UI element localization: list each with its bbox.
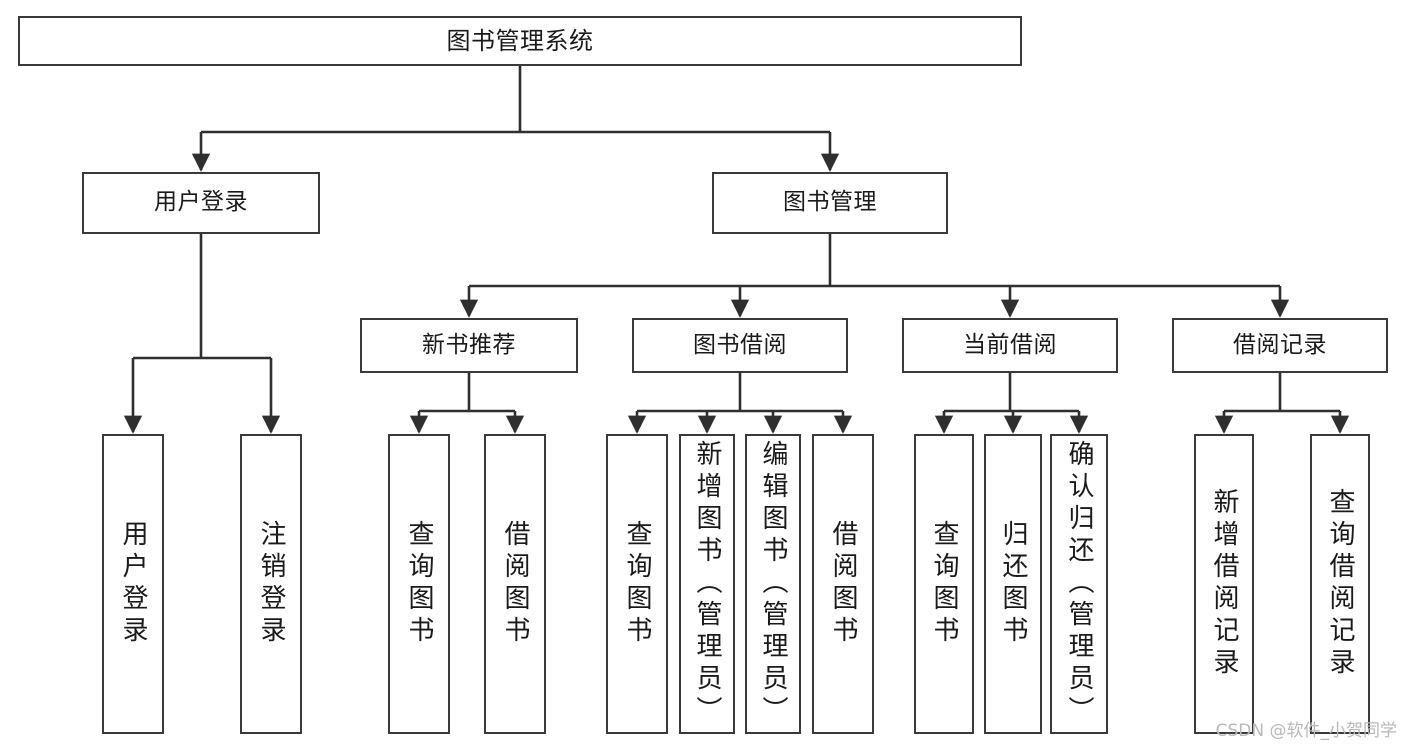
node-borrow-record[interactable]: 借阅记录	[1172, 318, 1388, 373]
node-label: 图书借阅	[693, 331, 787, 358]
node-book-borrow[interactable]: 图书借阅	[632, 318, 848, 373]
node-label: 查询图书	[404, 520, 434, 648]
node-new-book-recommend[interactable]: 新书推荐	[360, 318, 578, 373]
node-label: 借阅图书	[500, 520, 530, 648]
node-label: 查询图书	[622, 520, 652, 648]
node-label: 借阅记录	[1233, 331, 1327, 358]
node-leaf-edit-book[interactable]: 编辑图书（管理员）	[745, 434, 801, 734]
node-leaf-borrow-book-2[interactable]: 借阅图书	[812, 434, 874, 734]
node-leaf-user-login[interactable]: 用户登录	[102, 434, 164, 734]
node-leaf-add-book[interactable]: 新增图书（管理员）	[679, 434, 735, 734]
node-label: 借阅图书	[828, 520, 858, 648]
node-label: 查询图书	[929, 520, 959, 648]
node-label: 图书管理	[783, 189, 877, 216]
node-leaf-confirm-return[interactable]: 确认归还（管理员）	[1050, 434, 1108, 734]
node-leaf-return-book[interactable]: 归还图书	[984, 434, 1042, 734]
node-label: 用户登录	[118, 520, 148, 648]
node-user-login[interactable]: 用户登录	[82, 172, 320, 234]
node-label: 新书推荐	[422, 331, 516, 358]
node-label: 图书管理系统	[446, 26, 594, 55]
node-leaf-query-book-3[interactable]: 查询图书	[914, 434, 974, 734]
node-leaf-query-book-1[interactable]: 查询图书	[388, 434, 450, 734]
node-label: 归还图书	[998, 520, 1028, 648]
node-leaf-query-record[interactable]: 查询借阅记录	[1310, 434, 1370, 734]
node-leaf-borrow-book-1[interactable]: 借阅图书	[484, 434, 546, 734]
node-label: 用户登录	[154, 189, 248, 216]
node-label: 注销登录	[256, 520, 286, 648]
node-leaf-add-record[interactable]: 新增借阅记录	[1194, 434, 1254, 734]
watermark: CSDN @软件_小贺同学	[1215, 721, 1397, 741]
node-label: 新增借阅记录	[1209, 488, 1239, 680]
node-label: 确认归还（管理员）	[1064, 440, 1094, 728]
node-label: 查询借阅记录	[1325, 488, 1355, 680]
node-leaf-query-book-2[interactable]: 查询图书	[606, 434, 668, 734]
node-label: 编辑图书（管理员）	[758, 440, 788, 728]
node-root[interactable]: 图书管理系统	[18, 16, 1022, 66]
node-book-manage[interactable]: 图书管理	[712, 172, 948, 234]
node-current-borrow[interactable]: 当前借阅	[902, 318, 1118, 373]
node-leaf-user-logout[interactable]: 注销登录	[240, 434, 302, 734]
node-label: 当前借阅	[963, 331, 1057, 358]
node-label: 新增图书（管理员）	[692, 440, 722, 728]
